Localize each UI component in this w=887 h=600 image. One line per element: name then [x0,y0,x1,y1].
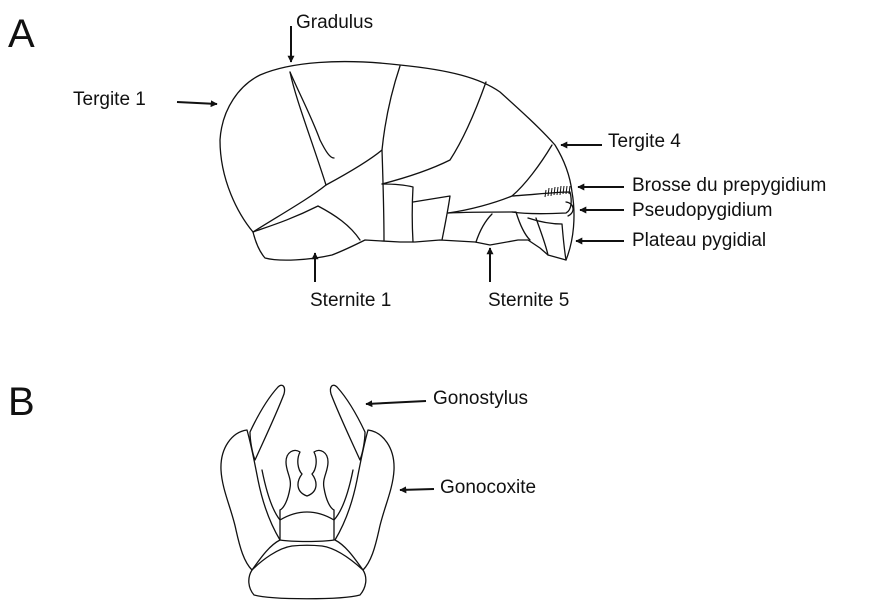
label-sternite1: Sternite 1 [310,290,391,311]
panel-b-annotations: Gonostylus Gonocoxite [366,388,536,498]
genitalia-drawing [221,385,394,599]
right-gonocoxite [335,430,394,570]
sternite5-line [448,212,530,240]
abdomen-drawing [220,62,574,261]
abdomen-outline [220,62,574,261]
label-tergite4: Tergite 4 [608,131,681,152]
sternite4-line [413,196,450,240]
right-gonostylus [330,385,365,460]
tergite2-margin [326,66,400,185]
sternite5-inner [476,214,492,242]
label-tergite1: Tergite 1 [73,89,146,110]
tergite3-margin [382,82,486,184]
tergite4-margin [448,145,552,213]
sternite3-line [382,184,413,242]
gradulus-line [290,72,334,158]
pseudopygidium-outline [512,192,571,214]
label-gonocoxite: Gonocoxite [440,477,536,498]
arrow-tergite1 [177,102,217,104]
penis-valves [280,450,334,520]
label-gradulus: Gradulus [296,12,373,33]
sternite1-margin [253,206,360,240]
label-gonostylus: Gonostylus [433,388,528,409]
basal-ring [249,545,366,599]
panel-a-annotations: Gradulus Tergite 1 Tergite 4 Brosse du p… [73,12,826,311]
label-plateau: Plateau pygidial [632,230,766,251]
basal-ring-fold [280,540,334,542]
brosse-hairs [545,186,570,197]
arrow-gonocoxite [400,489,434,490]
left-gonocoxite [221,430,280,570]
sternite2-line [382,150,384,241]
label-sternite5: Sternite 5 [488,290,569,311]
label-pseudopygidium: Pseudopygidium [632,200,772,221]
label-brosse: Brosse du prepygidium [632,175,826,196]
arrow-gonostylus [366,401,426,404]
left-gonostylus [250,385,285,460]
